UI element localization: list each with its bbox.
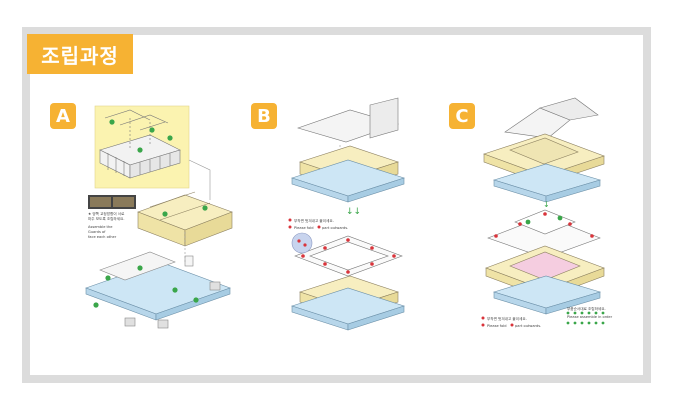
step-a-illustration: ★ 양쪽 교정방향이 서로 마주 보도록 조립하세요. Assemble the… [85,105,233,329]
svg-text:↓↓: ↓↓ [346,207,361,217]
note-c-english-b: part outwards. [515,324,541,328]
step-b-illustration: ↓↓ 부착면 벗겨내고 붙이세요. Please fold part outwa… [288,97,405,331]
step-b-badge: B [251,103,277,129]
note-b-english-b: part outwards. [322,226,348,230]
base-plate-a [85,261,231,321]
note-c-order-korean: 부품순서대로 조립하세요. [567,306,606,311]
note-c-english-a: Please fold [487,324,507,328]
note-a-english-2: Guards of [88,230,106,234]
roof-pink-section [509,251,581,281]
note-a-english-1: Assemble the [88,225,113,229]
magnifier-detail [291,232,313,254]
note-a-korean-2: 마주 보도록 조립하세요. [88,216,125,221]
base-plate-b-bottom [291,287,405,331]
svg-text:↓: ↓ [543,200,550,209]
step-c-badge: C [449,103,475,129]
base-plate-b-top [291,159,405,203]
note-b-korean: 부착면 벗겨내고 붙이세요. [294,218,334,223]
order-sequence [566,311,605,325]
note-a-korean-1: ★ 양쪽 교정방향이 서로 [88,211,125,216]
step-a-badge: A [50,103,76,129]
note-a-english-3: face each other [88,235,117,239]
page-title: 조립과정 [27,34,133,74]
step-c-illustration: ↓ 부착면 벗겨내고 붙이세요. Please fold [481,97,613,328]
note-c-order-english: Please assemble in order [567,315,613,319]
note-c-korean: 부착면 벗겨내고 붙이세요. [487,316,527,321]
note-b-english-a: Please fold [294,226,314,230]
wall-assembly-a [137,191,233,247]
